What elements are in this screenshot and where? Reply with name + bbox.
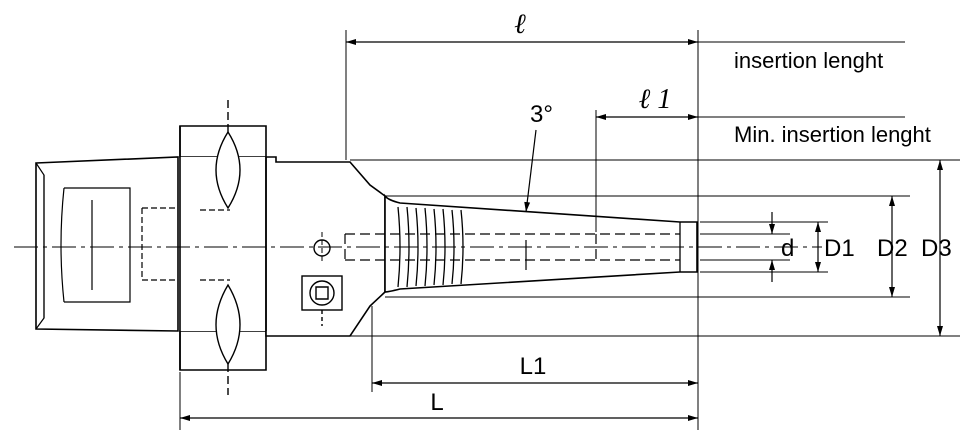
label-l1: ℓ 1 (639, 84, 672, 115)
label-angle: 3° (530, 101, 553, 128)
bore (344, 233, 680, 261)
label-L: L (430, 389, 443, 416)
dimension-lines (180, 39, 943, 421)
label-d: d (781, 235, 794, 262)
label-L1: L1 (520, 353, 547, 380)
shrink-nose (384, 193, 698, 293)
tool-body (35, 125, 698, 371)
label-min-insertion-length: Min. insertion lenght (734, 122, 931, 147)
hsk-taper (35, 156, 179, 332)
label-l: ℓ (514, 9, 526, 40)
label-D1: D1 (824, 235, 855, 262)
drive-slots (215, 100, 241, 395)
label-insertion-length: insertion lenght (734, 48, 883, 73)
angle-leader-top (524, 129, 537, 213)
label-D3: D3 (921, 235, 952, 262)
label-D2: D2 (877, 235, 908, 262)
screw-features (301, 239, 343, 326)
